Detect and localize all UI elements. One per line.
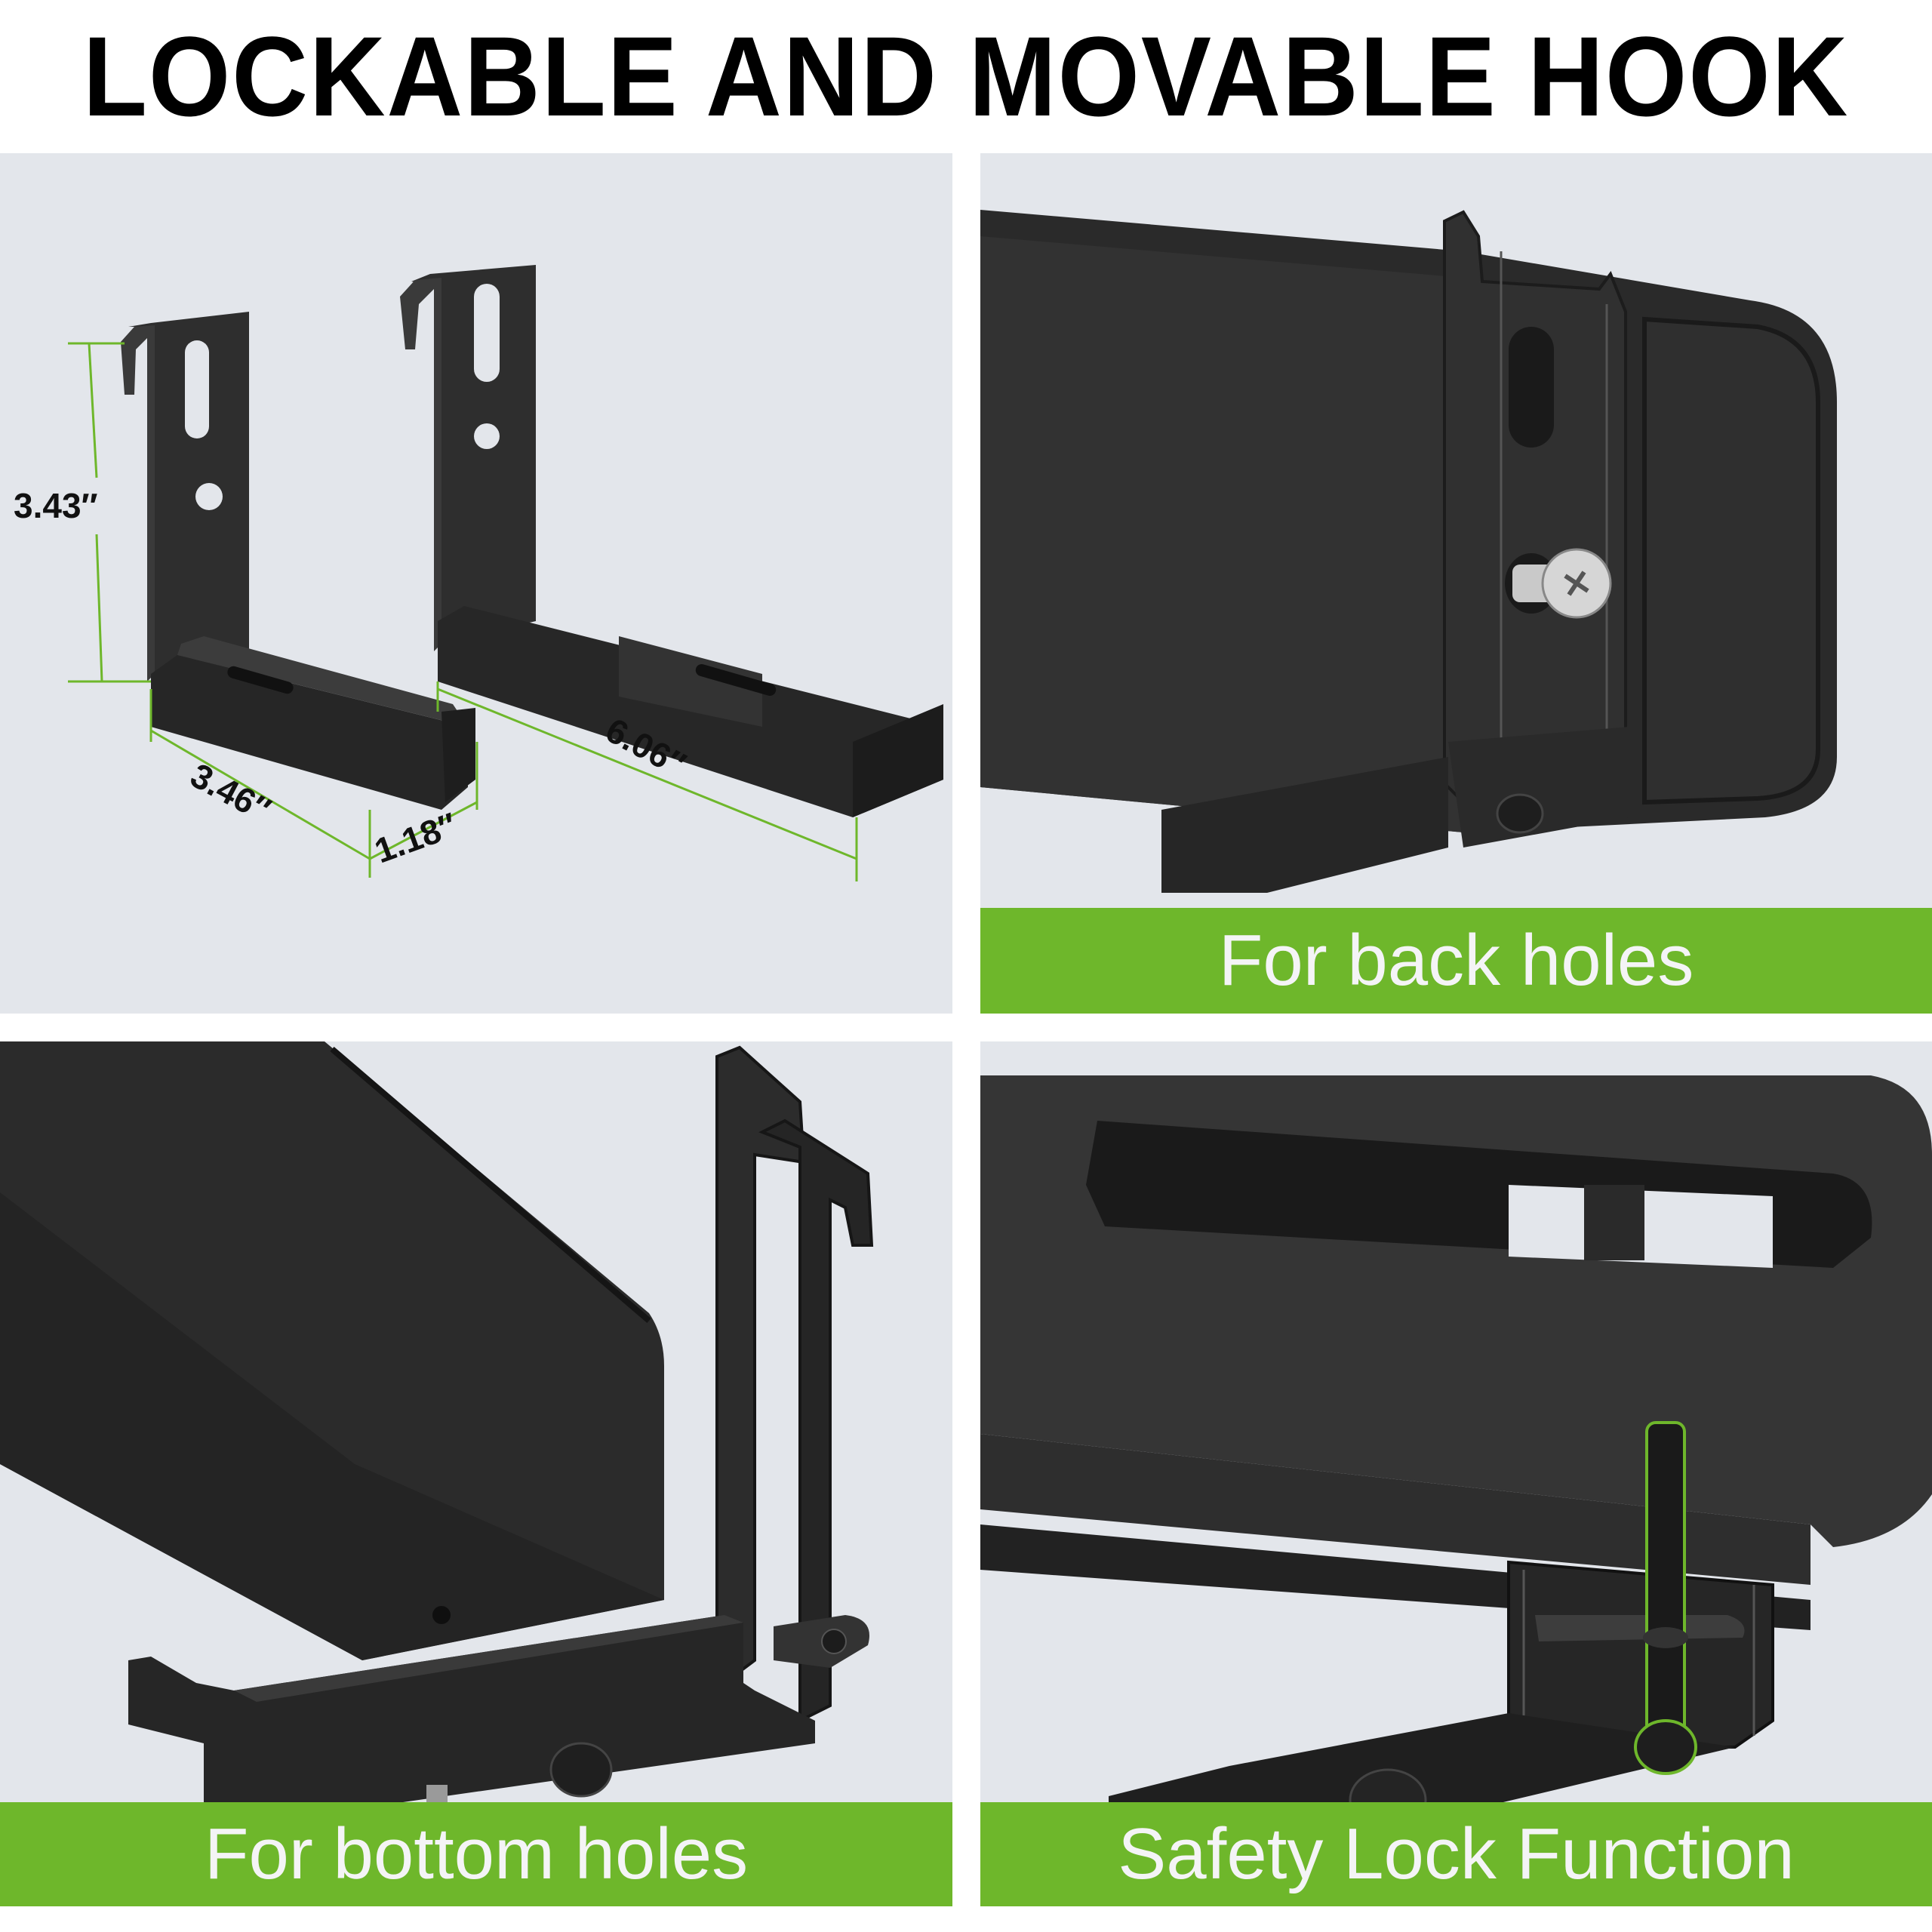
page-title: LOCKABLE AND MOVABLE HOOK bbox=[82, 13, 1850, 140]
panel-back-holes: For back holes bbox=[980, 153, 1932, 1014]
safety-lock-illustration bbox=[980, 1075, 1932, 1802]
bracket-dimensions-illustration bbox=[68, 265, 943, 881]
bottom-holes-illustration bbox=[0, 1041, 874, 1802]
caption-safety-lock: Safety Lock Function bbox=[980, 1802, 1932, 1906]
panel-bottom-holes: For bottom holes bbox=[0, 1041, 952, 1906]
panel-dimensions: 3.43″ 3.46″ 1.18″ 6.06″ bbox=[0, 153, 952, 1014]
panel-safety-lock: Safety Lock Function bbox=[980, 1041, 1932, 1906]
caption-back-holes: For back holes bbox=[980, 908, 1932, 1014]
dimension-height-label: 3.43″ bbox=[14, 486, 98, 525]
back-holes-illustration bbox=[980, 210, 1837, 893]
caption-bottom-holes: For bottom holes bbox=[0, 1802, 952, 1906]
